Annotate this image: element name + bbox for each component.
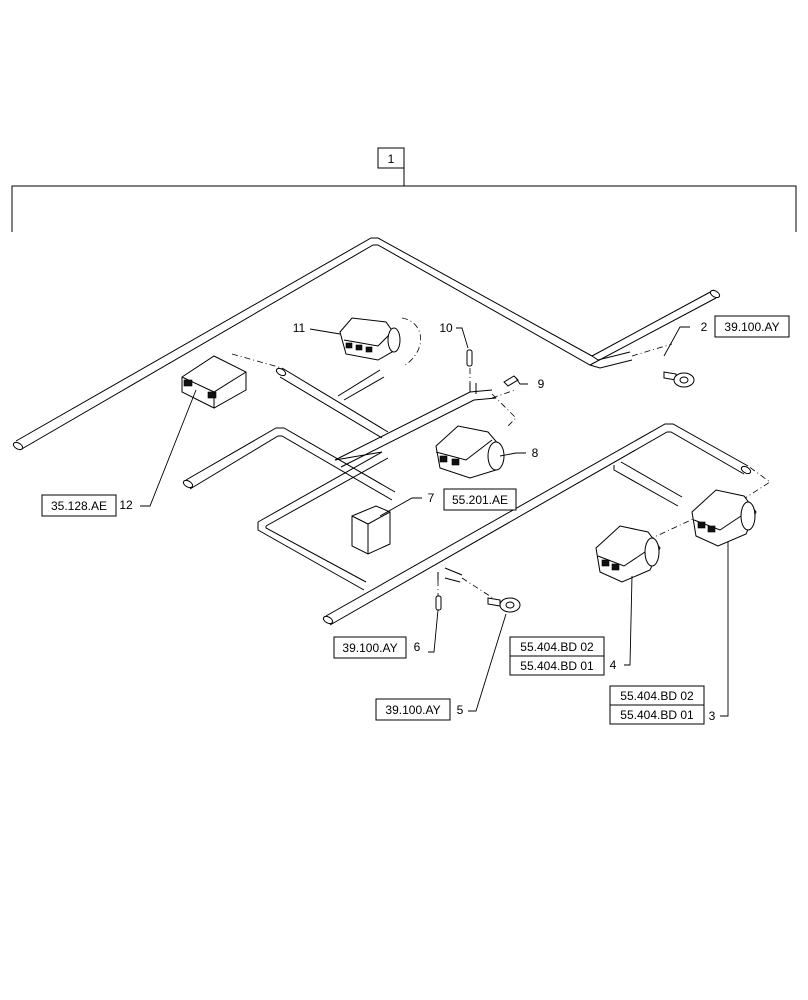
ring-terminal-5-icon (487, 597, 521, 613)
callout-9[interactable]: 9 (538, 377, 545, 391)
callout-7[interactable]: 7 (428, 491, 435, 505)
connector-12-icon (181, 355, 247, 409)
ref-box-3-top[interactable]: 55.404.BD 02 (609, 685, 705, 706)
svg-text:35.128.AE: 35.128.AE (51, 499, 107, 513)
svg-text:55.201.AE: 55.201.AE (452, 493, 508, 507)
connector-8-icon (435, 425, 505, 479)
svg-text:55.404.BD 01: 55.404.BD 01 (620, 708, 694, 722)
callout-10[interactable]: 10 (439, 321, 453, 335)
callout-4[interactable]: 4 (610, 658, 617, 672)
connector-7-icon (351, 505, 391, 555)
assembly-bracket (11, 168, 797, 232)
assembly-callout-1[interactable]: 1 (377, 147, 405, 169)
svg-text:39.100.AY: 39.100.AY (342, 641, 397, 655)
svg-text:55.404.BD 02: 55.404.BD 02 (520, 640, 594, 654)
harness-wires (12, 237, 752, 626)
connector-4-icon (595, 525, 661, 583)
callout-12[interactable]: 12 (119, 498, 133, 512)
svg-text:39.100.AY: 39.100.AY (385, 703, 440, 717)
ref-box-7[interactable]: 55.201.AE (443, 488, 517, 511)
connector-3-icon (691, 489, 757, 547)
ref-box-3-bottom[interactable]: 55.404.BD 01 (609, 704, 705, 725)
callout-2[interactable]: 2 (701, 320, 708, 334)
callout-6[interactable]: 6 (414, 640, 421, 654)
leader-lines (140, 326, 729, 717)
ring-terminal-2-icon (663, 371, 695, 388)
ref-box-5[interactable]: 39.100.AY (375, 698, 451, 721)
svg-text:55.404.BD 01: 55.404.BD 01 (520, 659, 594, 673)
connector-11-icon (339, 317, 401, 361)
ref-box-6[interactable]: 39.100.AY (333, 636, 407, 659)
svg-text:55.404.BD 02: 55.404.BD 02 (620, 689, 694, 703)
svg-text:39.100.AY: 39.100.AY (724, 320, 779, 334)
callout-3[interactable]: 3 (709, 709, 716, 723)
ref-box-4-top[interactable]: 55.404.BD 02 (509, 636, 605, 657)
callout-11[interactable]: 11 (293, 321, 306, 335)
pin-6-icon (435, 595, 442, 611)
callout-5[interactable]: 5 (457, 703, 464, 717)
ref-box-2[interactable]: 39.100.AY (714, 315, 790, 338)
ref-box-4-bottom[interactable]: 55.404.BD 01 (509, 655, 605, 676)
callout-number: 1 (388, 152, 395, 166)
pin-9-icon (503, 375, 519, 387)
callout-8[interactable]: 8 (532, 446, 539, 460)
ref-box-12[interactable]: 35.128.AE (41, 494, 117, 517)
pin-10-icon (466, 349, 473, 367)
